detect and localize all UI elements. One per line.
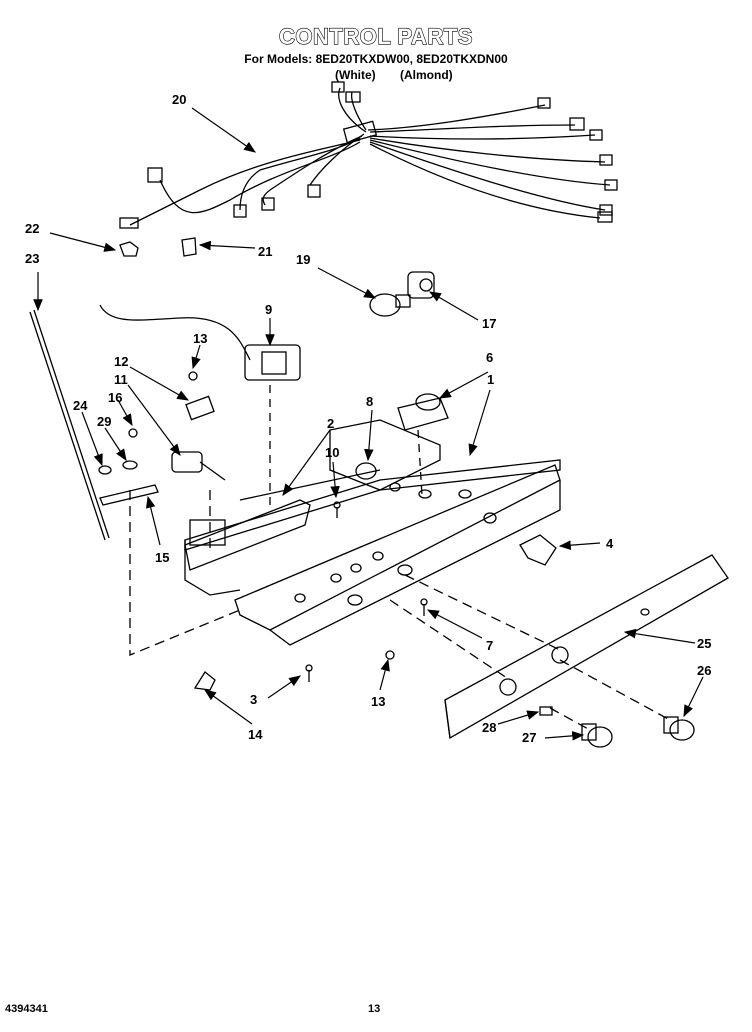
small-hardware: [98, 371, 226, 506]
lamp-socket-17: [407, 271, 435, 299]
clip-22: [119, 241, 139, 257]
control-panel-25: [444, 554, 729, 740]
callout-4: 4: [606, 536, 614, 551]
callout-labels: 1 2 3 4 6 7 8 9 10 11 12 13 13 14 15 16 …: [25, 92, 711, 745]
callout-20: 20: [172, 92, 186, 107]
callout-2: 2: [327, 416, 334, 431]
models-line: For Models: 8ED20TKXDW00, 8ED20TKXDN00: [244, 52, 508, 66]
callout-10: 10: [325, 445, 339, 460]
callout-6: 6: [486, 350, 493, 365]
callout-leaders: [33, 107, 704, 741]
callout-9: 9: [265, 302, 272, 317]
callout-27: 27: [522, 730, 536, 745]
wire-harness: [119, 81, 618, 229]
callout-19: 19: [296, 252, 310, 267]
clip-4: [519, 534, 557, 566]
callout-16: 16: [108, 390, 122, 405]
bracket-2: [184, 499, 311, 571]
callout-25: 25: [697, 636, 711, 651]
clip-21: [181, 237, 197, 257]
screws: [305, 501, 428, 682]
drain-tube: [29, 309, 110, 541]
callout-21: 21: [258, 244, 272, 259]
insert-28: [539, 706, 553, 716]
callout-14: 14: [248, 727, 263, 742]
color-almond-label: (Almond): [400, 68, 453, 82]
callout-29: 29: [97, 414, 111, 429]
callout-13-top: 13: [193, 331, 207, 346]
cold-control-6: [397, 393, 449, 496]
callout-8: 8: [366, 394, 373, 409]
page-title: CONTROL PARTS: [278, 23, 473, 49]
color-white-label: (White): [335, 68, 376, 82]
control-housing: [184, 419, 561, 646]
callout-1: 1: [487, 372, 494, 387]
callout-7: 7: [486, 638, 493, 653]
knob-26: [663, 716, 695, 741]
callout-13-bottom: 13: [371, 694, 385, 709]
callout-12: 12: [114, 354, 128, 369]
callout-23: 23: [25, 251, 39, 266]
clip-14: [193, 671, 216, 691]
callout-28: 28: [482, 720, 496, 735]
page-number: 13: [368, 1003, 381, 1015]
callout-24: 24: [73, 398, 88, 413]
assembly-lines: [129, 490, 671, 731]
callout-26: 26: [697, 663, 711, 678]
light-bulb-19: [369, 293, 411, 317]
callout-15: 15: [155, 550, 169, 565]
doc-number: 4394341: [5, 1003, 48, 1015]
callout-3: 3: [250, 692, 257, 707]
callout-22: 22: [25, 221, 39, 236]
callout-11: 11: [114, 372, 128, 387]
callout-17: 17: [482, 316, 496, 331]
